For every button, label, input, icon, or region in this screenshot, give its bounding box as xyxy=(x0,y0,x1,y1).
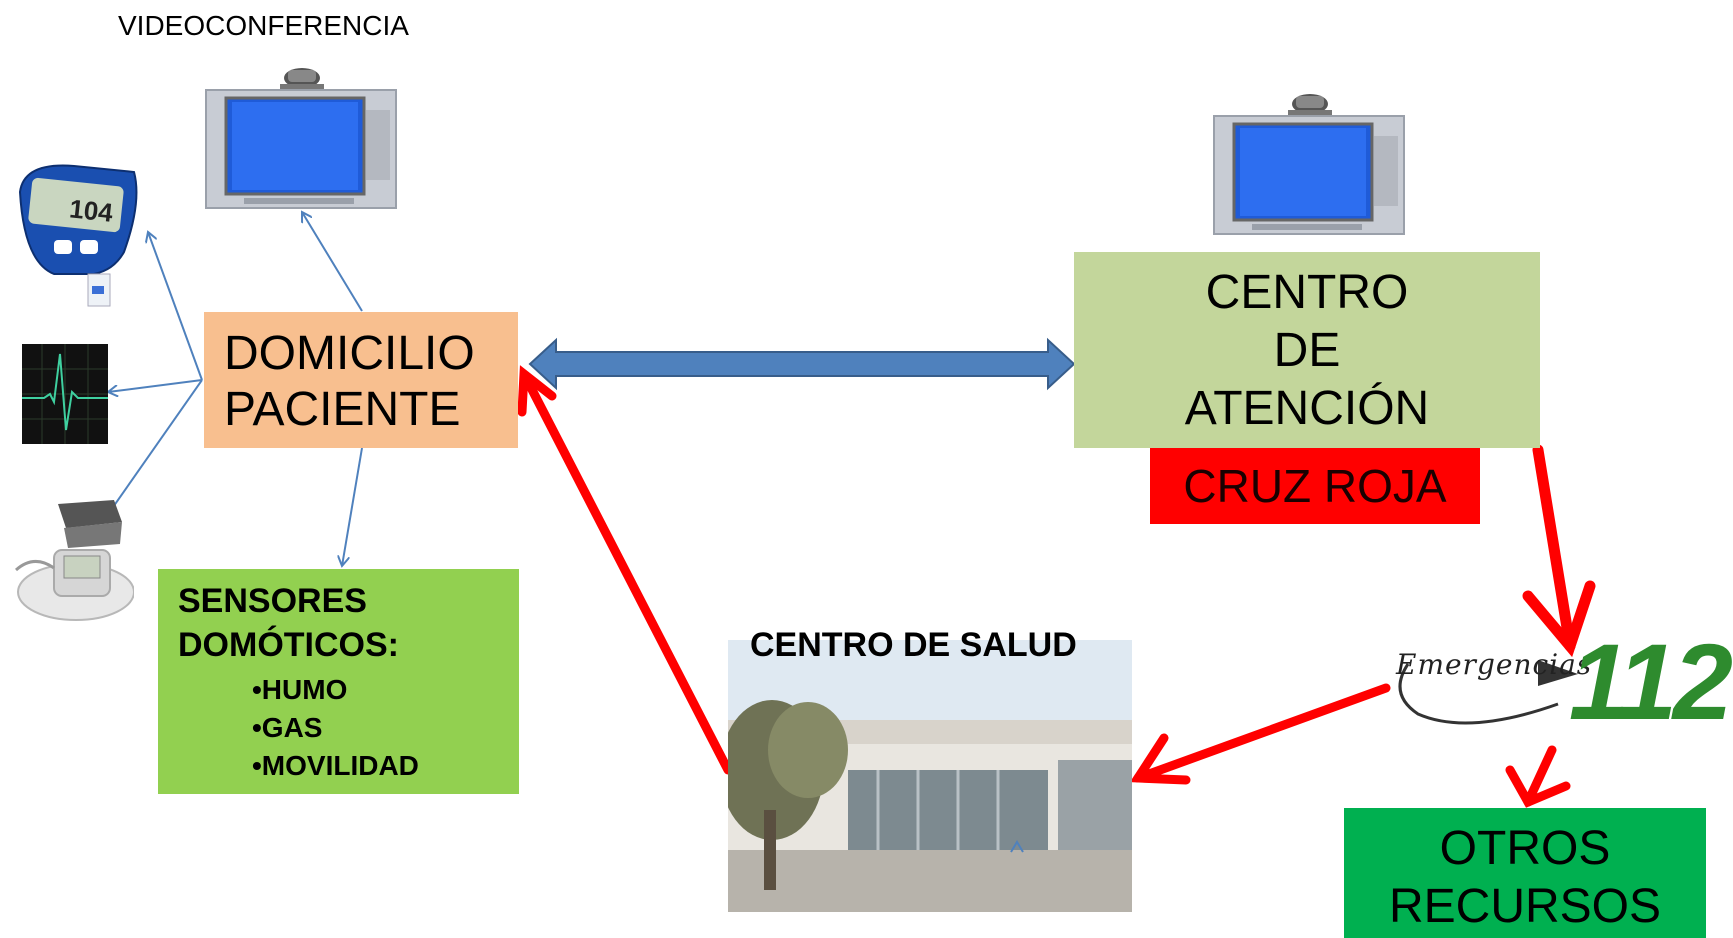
tv-camera-icon xyxy=(1213,94,1405,235)
domicilio-line-2: PACIENTE xyxy=(224,383,461,436)
tv-camera-icon xyxy=(205,68,397,209)
sensores-line-1: SENSORES xyxy=(178,582,367,620)
centro-atencion-line-1: CENTRO xyxy=(1205,266,1409,319)
sensores-line-2: DOMÓTICOS: xyxy=(178,626,399,664)
domicilio-line-1: DOMICILIO xyxy=(224,327,475,380)
ecg-monitor-icon xyxy=(22,344,108,444)
sensores-list: •HUMO •GAS •MOVILIDAD xyxy=(252,671,519,785)
blood-pressure-monitor-icon xyxy=(15,500,134,621)
link-domicilio-ecg xyxy=(108,379,203,392)
link-domicilio-glucometer xyxy=(148,232,203,381)
glucometer-icon: 104 xyxy=(18,164,138,307)
centro-salud-label: CENTRO DE SALUD xyxy=(750,626,1077,664)
centro-atencion-node: CENTRO DE ATENCIÓN xyxy=(1074,252,1540,448)
centro-atencion-line-3: ATENCIÓN xyxy=(1184,382,1430,435)
otros-recursos-line-2: RECURSOS xyxy=(1388,880,1662,933)
logo-swoosh xyxy=(1398,660,1578,725)
sensor-item-humo: •HUMO xyxy=(252,674,348,705)
emergencias-112-logo: Emergencias 112 xyxy=(1388,624,1733,746)
red-arrow-112-to-salud xyxy=(1129,683,1391,785)
red-arrow-salud-to-domicilio xyxy=(517,365,733,775)
red-arrow-112-to-otros xyxy=(1505,745,1571,808)
centro-salud-building-image xyxy=(728,640,1132,912)
domicilio-paciente-node: DOMICILIO PACIENTE xyxy=(204,312,518,448)
glucometer-reading: 104 xyxy=(68,193,115,227)
link-domicilio-videoconferencia xyxy=(302,212,363,312)
link-domicilio-tensiometer xyxy=(104,379,203,520)
otros-recursos-line-1: OTROS xyxy=(1439,822,1611,875)
bidirectional-arrow xyxy=(528,337,1076,391)
centro-atencion-line-2: DE xyxy=(1273,324,1341,377)
emergencias-number: 112 xyxy=(1568,621,1733,742)
cruz-roja-node: CRUZ ROJA xyxy=(1150,448,1480,524)
videoconferencia-label: VIDEOCONFERENCIA xyxy=(118,10,409,41)
otros-recursos-node: OTROS RECURSOS xyxy=(1344,808,1706,938)
link-domicilio-sensores xyxy=(342,447,363,566)
emergencias-word: Emergencias xyxy=(1396,648,1593,681)
sensores-domoticos-node: SENSORES DOMÓTICOS: •HUMO •GAS •MOVILIDA… xyxy=(158,569,519,794)
sensor-item-gas: •GAS xyxy=(252,712,323,743)
red-arrow-atencion-to-112 xyxy=(1522,444,1596,658)
sensor-item-movilidad: •MOVILIDAD xyxy=(252,750,419,781)
